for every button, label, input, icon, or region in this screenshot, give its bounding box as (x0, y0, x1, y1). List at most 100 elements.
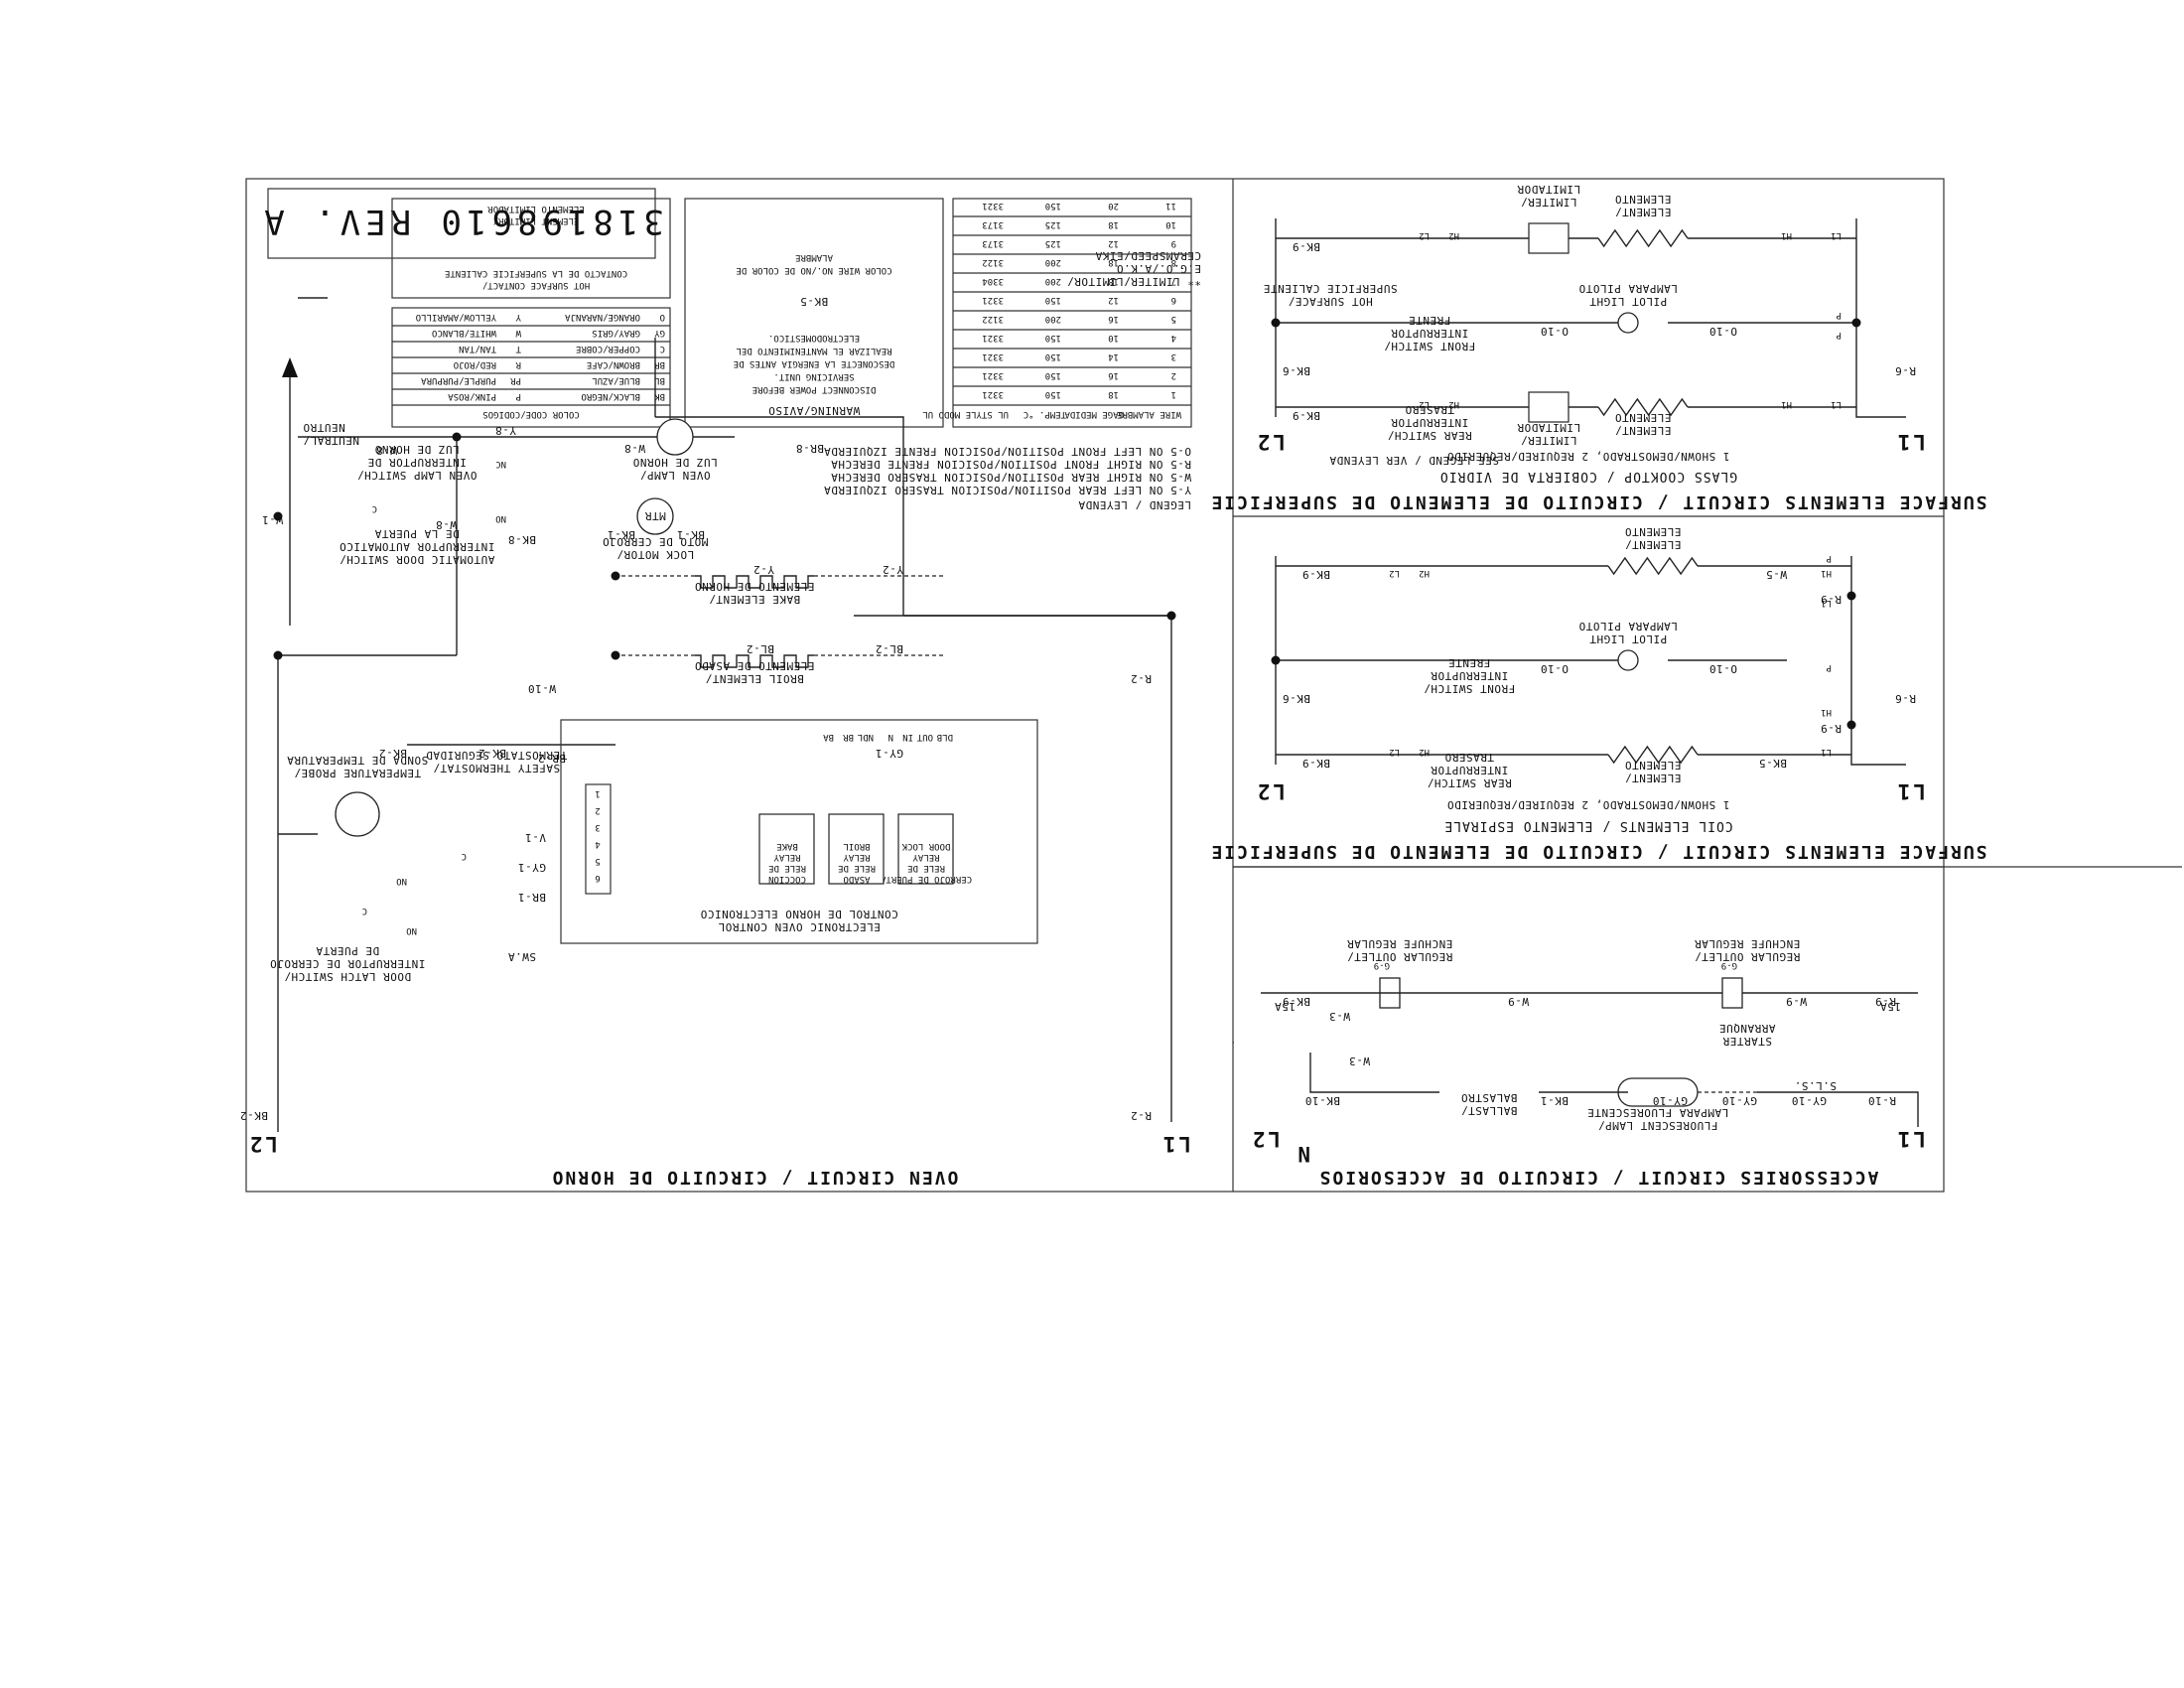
door-latch-label: INTERRUPTOR DE CERROJO (270, 957, 426, 970)
glass-rear-switch: INTERRUPTOR (1391, 416, 1468, 429)
table-cell: GY (654, 328, 665, 338)
lock-motor (636, 497, 674, 535)
neutral-arrow (282, 357, 298, 377)
terminal-tag: H1 (1781, 230, 1792, 240)
table-cell: BLACK/NEGRO (581, 391, 640, 401)
table-cell: 150 (1045, 295, 1061, 305)
color-code-table (391, 307, 671, 428)
table-cell: 150 (1045, 389, 1061, 399)
relay (758, 813, 815, 885)
wire-tag: BK-9 (1302, 568, 1331, 581)
table-cell: 150 (1045, 333, 1061, 343)
terminal-tag: H1 (1781, 399, 1792, 409)
wire-tag: W-10 (528, 682, 557, 695)
accessories-l1: L1 (1895, 1127, 1926, 1151)
hot-surface-label: SUPERFICIE CALIENTE (1263, 282, 1397, 295)
relay-label: RELAY (912, 852, 940, 862)
wire-tag: W-3 (1349, 1055, 1370, 1067)
contact-tag: C (362, 906, 367, 915)
wire-tag: R-2 (1131, 1109, 1152, 1122)
auto-door-switch-label: AUTOMATIC DOOR SWITCH/ (340, 553, 495, 566)
contact-tag: NC (495, 459, 506, 469)
auto-door-switch-label: INTERRUPTOR AUTOMATICO (340, 540, 495, 553)
warning-line: ELECTRODOMESTICO. (768, 333, 860, 343)
ballast-label: BALLAST/ (1461, 1104, 1518, 1117)
glass-limiter-label: LIMITER/ (1521, 434, 1577, 447)
coil-subtitle: COIL ELEMENTS / ELEMENTO ESPIRALE (1443, 818, 1732, 833)
terminal-tag: H2 (1419, 747, 1430, 757)
coil-rear-switch: REAR SWITCH/ (1427, 776, 1511, 789)
table-cell: 10 (1165, 219, 1176, 229)
pin-label: N (888, 732, 893, 742)
coil-front-switch: INTERRUPTOR (1431, 669, 1508, 682)
table-cell: C (660, 344, 665, 353)
oven-lamp (656, 418, 694, 456)
table-cell: 3173 (982, 238, 1004, 248)
limiter-note: CERAMSPEED/EIKA (1095, 249, 1201, 262)
coil-pilot-label: PILOT LIGHT (1589, 633, 1667, 645)
glass-front-switch: FRONT SWITCH/ (1384, 340, 1476, 352)
glass-pilot-label: PILOT LIGHT (1589, 295, 1667, 308)
glass-front-switch: FRENTE (1409, 314, 1451, 327)
connector-pin: 4 (595, 839, 600, 849)
coil-element-label: ELEMENTO (1625, 525, 1682, 538)
wire-tag: O-10 (1709, 325, 1738, 338)
terminal-tag: P (1836, 330, 1842, 340)
coil-title: SURFACE ELEMENTS CIRCUIT / CIRCUITO DE E… (1209, 841, 1986, 862)
wire-tag: BK-8 (508, 533, 537, 546)
warning-title: WARNING/AVISO (768, 404, 861, 417)
terminal-tag: H2 (1448, 399, 1459, 409)
table-cell: 20 (1108, 201, 1119, 211)
wire-tag: R-6 (1895, 364, 1916, 377)
table-cell: 200 (1045, 257, 1061, 267)
door-latch-label: DOOR LATCH SWITCH/ (284, 970, 411, 983)
glass-limiter-label: LIMITADOR (1517, 183, 1580, 196)
glass-rear-switch: TRASERO (1405, 403, 1454, 416)
table-cell: WHITE/BLANCO (432, 328, 496, 338)
table-header: TEMP. °C (1024, 409, 1066, 419)
pin-label: BA (823, 732, 834, 742)
wire-tag: BK-9 (1293, 240, 1321, 253)
legend-line: R-5 ON RIGHT FRONT POSITION/POSICION FRE… (831, 458, 1191, 471)
terminal-tag: P (1826, 662, 1832, 672)
switch-detail-box (391, 198, 671, 299)
fuse-label: 15A (1880, 1000, 1901, 1013)
warning-line: REALIZAR EL MANTENIMIENTO DEL (736, 346, 891, 355)
terminal-tag: H1 (1821, 568, 1832, 578)
gauge-table (952, 198, 1192, 428)
table-cell: PINK/ROSA (448, 391, 496, 401)
glass-front-element (1597, 228, 1689, 248)
coil-element-label: ELEMENT/ (1625, 538, 1682, 551)
junction-dot (611, 650, 620, 660)
wire-tag: BK-1 (1541, 1094, 1570, 1107)
coil-l1-bus (1850, 556, 1906, 766)
wire-tag: W-8 (376, 444, 397, 457)
terminal-tag: H2 (1448, 230, 1459, 240)
bake-element-label: BAKE ELEMENT/ (709, 593, 801, 606)
oven-lamp-label: OVEN LAMP/ (639, 469, 710, 482)
table-cell: R (515, 359, 521, 369)
table-cell: COPPER/COBRE (576, 344, 640, 353)
fuse-label: 15A (1275, 1000, 1296, 1013)
wire-tag: GY-10 (1721, 1094, 1757, 1107)
lock-motor-label: LOCK MOTOR/ (616, 548, 694, 561)
table-cell: 4 (1171, 333, 1176, 343)
coil-element-label: ELEMENTO (1625, 759, 1682, 772)
table-cell: 3304 (982, 276, 1004, 286)
outlet-right-label: REGULAR OUTLET/ (1695, 950, 1801, 963)
bake-element (695, 575, 814, 589)
wire-tag: BR-2 (538, 752, 567, 765)
table-cell: 200 (1045, 314, 1061, 324)
limiter-note: ** LIMITER/LIMITOR/ (1067, 275, 1201, 288)
lock-motor-label: MOTO DE CERROJO (603, 535, 709, 548)
accessories-l2: L2 (1250, 1127, 1281, 1151)
starter-label: ARRANQUE (1719, 1022, 1776, 1035)
junction-dot (611, 571, 620, 581)
outlet-right-label: ENCHUFE REGULAR (1695, 937, 1801, 950)
junction-dot (273, 511, 283, 521)
table-cell: 150 (1045, 370, 1061, 380)
oven-lamp-switch-label: LUZ DE HORNO (374, 443, 459, 456)
hot-surface-detail: HOT SURFACE CONTACT/ (482, 280, 590, 290)
rear-element (1607, 745, 1699, 765)
table-cell: ORANGE/NARANJA (565, 312, 640, 322)
